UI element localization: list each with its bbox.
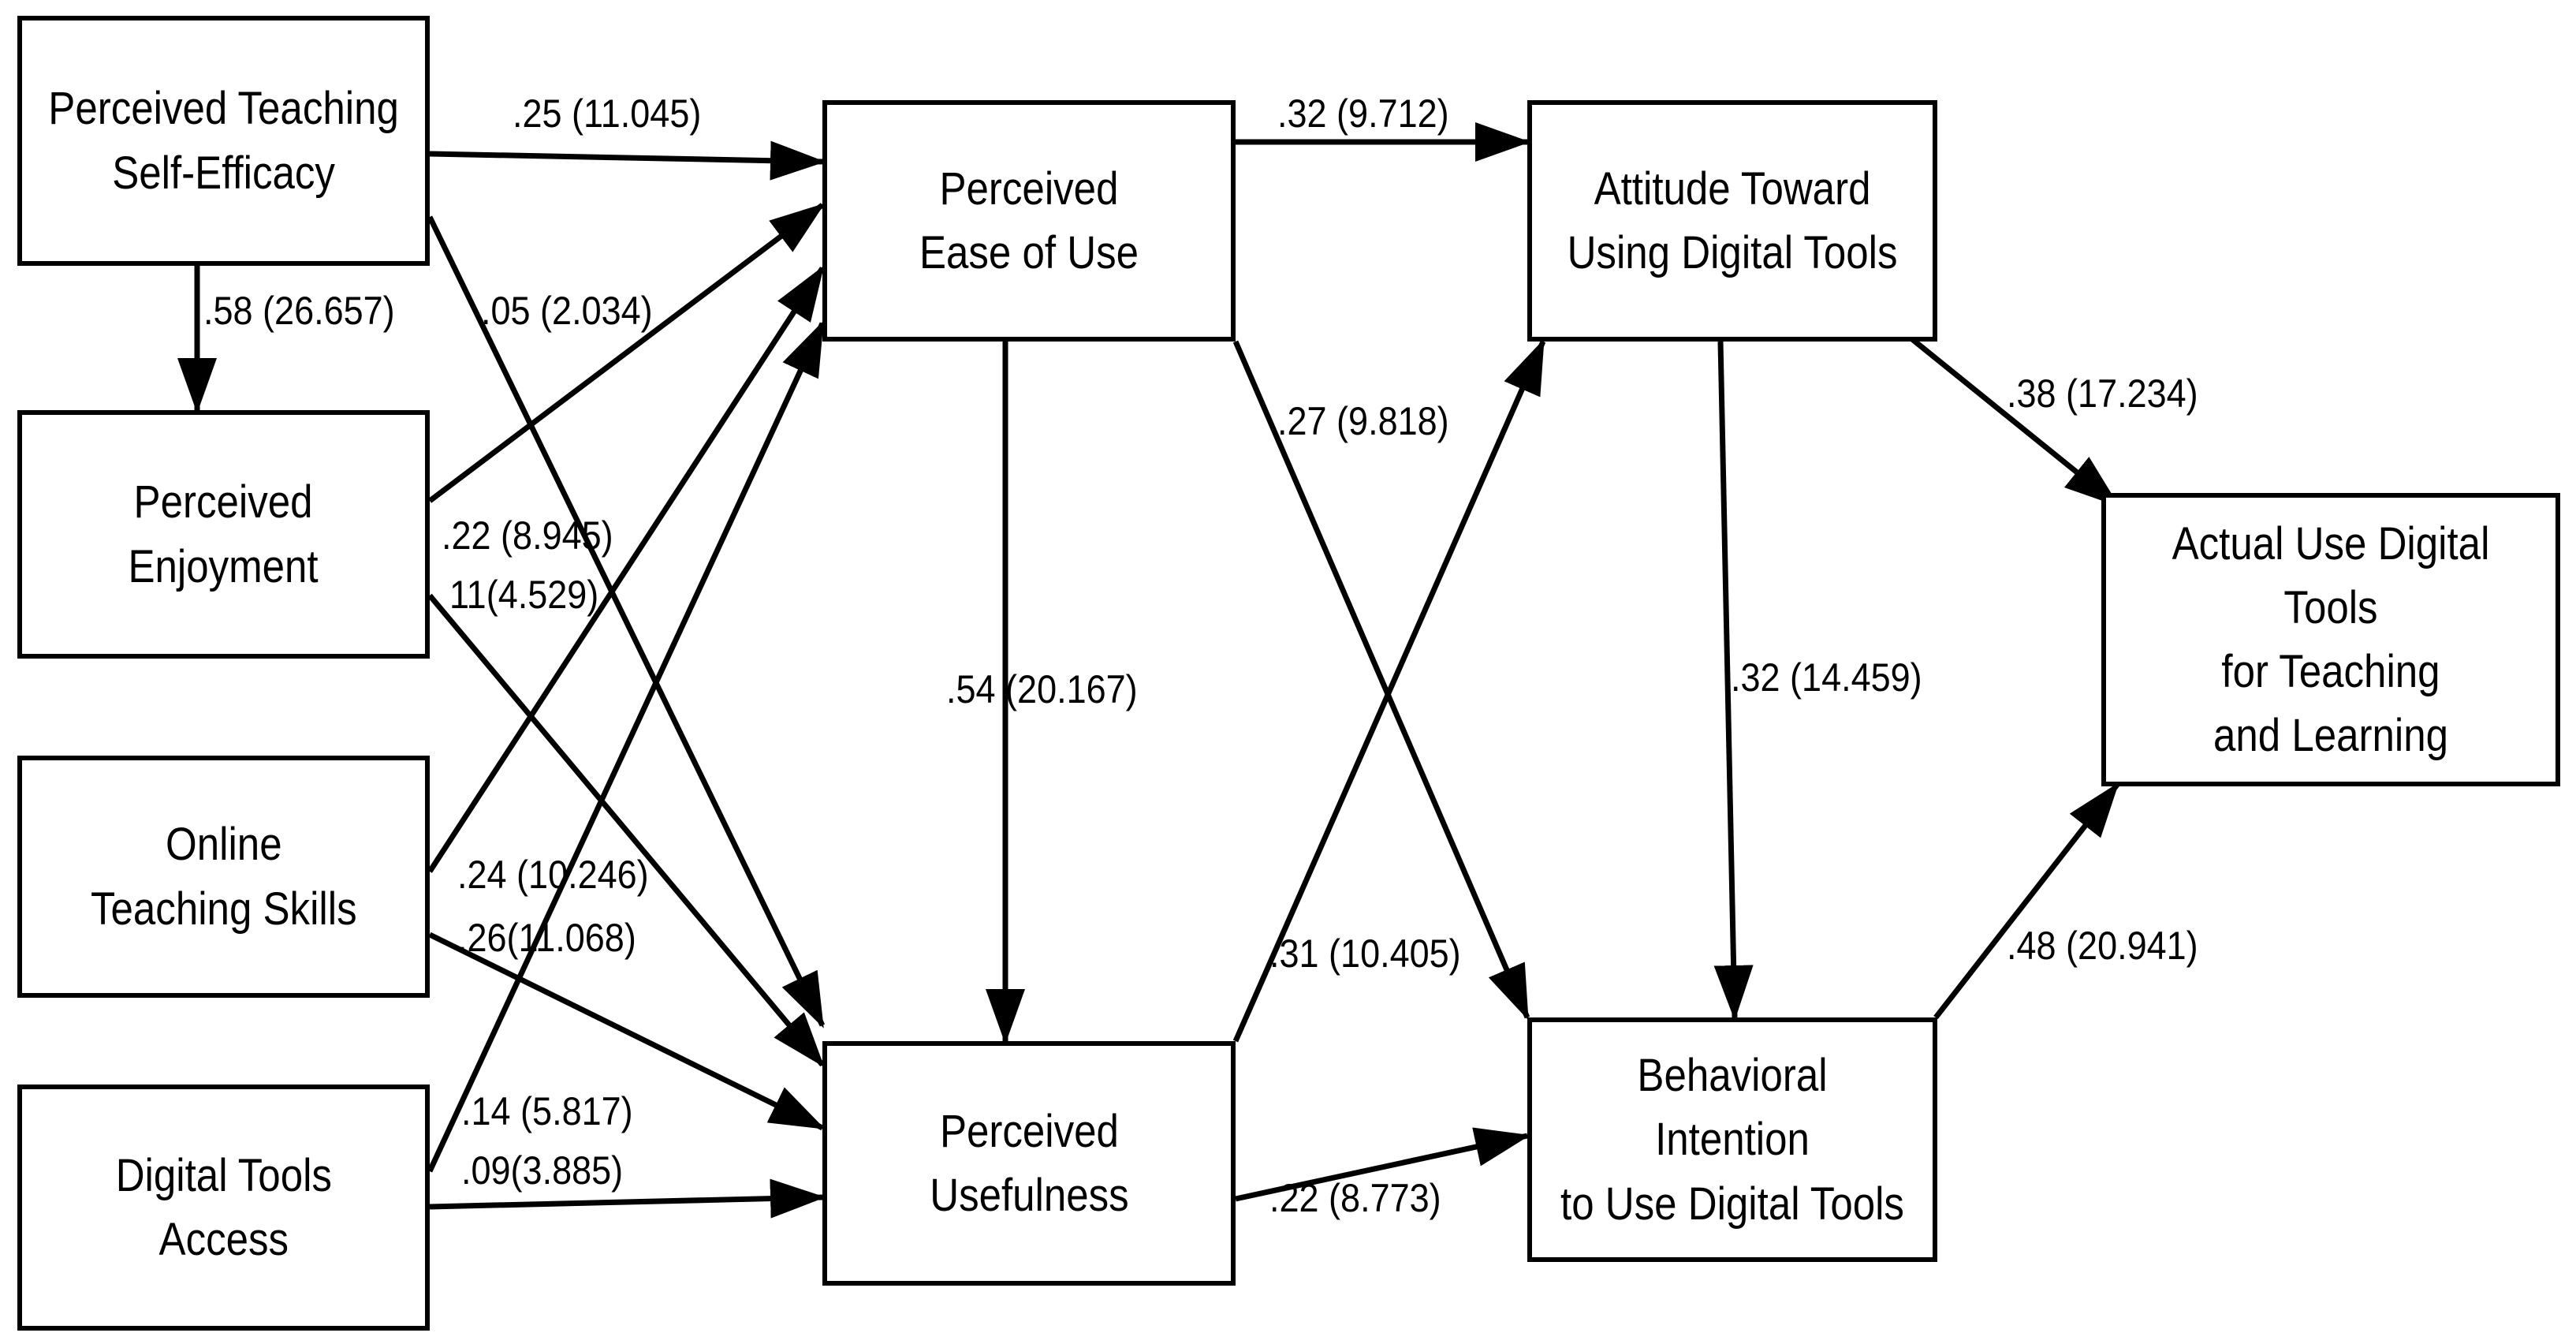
node-perceived-enjoyment: Perceived Enjoyment <box>17 410 430 659</box>
arrow-att-au <box>1910 337 2120 507</box>
node-perceived-ease-of-use: Perceived Ease of Use <box>822 100 1236 342</box>
node-label: Perceived Enjoyment <box>128 476 319 592</box>
edge-label-peou-pu: .54 (20.167) <box>946 667 1138 711</box>
edge-label-pu-att: .31 (10.405) <box>1269 931 1461 976</box>
node-online-teaching-skills: Online Teaching Skills <box>17 756 430 998</box>
edge-label-pu-bi: .22 (8.773) <box>1269 1176 1441 1220</box>
arrow-ptse-pu <box>427 215 826 1029</box>
edge-label-ptse-pu: .05 (2.034) <box>481 289 653 333</box>
node-label: Digital Tools Access <box>115 1149 332 1265</box>
node-label: Perceived Ease of Use <box>919 162 1139 278</box>
arrow-att-bi <box>1713 341 1754 1021</box>
node-perceived-teaching-self-efficacy: Perceived Teaching Self-Efficacy <box>17 16 430 266</box>
arrow-peou-bi <box>1232 340 1530 1021</box>
arrow-pe-pu <box>427 593 825 1068</box>
arrow-dta-pu <box>429 1178 826 1219</box>
node-label: Attitude Toward Using Digital Tools <box>1567 162 1898 278</box>
edge-label-ptse-pe: .58 (26.657) <box>203 289 395 333</box>
edge-label-dta-peou: .14 (5.817) <box>461 1089 633 1133</box>
edge-label-ots-pu: .26(11.068) <box>457 916 636 960</box>
node-label: Perceived Usefulness <box>929 1105 1129 1221</box>
edge-label-peou-bi: .27 (9.818) <box>1277 399 1449 443</box>
edge-label-pe-pu: 11(4.529) <box>449 573 599 617</box>
arrow-dta-peou <box>427 320 826 1173</box>
arrow-bi-au <box>1933 782 2119 1020</box>
node-label: Actual Use Digital Tools for Teaching an… <box>2172 517 2490 762</box>
edge-label-ptse-peou: .25 (11.045) <box>513 91 702 136</box>
edge-label-ots-peou: .24 (10.246) <box>457 853 649 897</box>
edge-label-bi-au: .48 (20.941) <box>2007 924 2198 968</box>
node-behavioral-intention: Behavioral Intention to Use Digital Tool… <box>1527 1017 1937 1262</box>
edge-label-dta-pu: .09(3.885) <box>461 1148 624 1193</box>
edge-label-att-au: .38 (17.234) <box>2007 371 2198 416</box>
node-label: Online Teaching Skills <box>90 819 357 935</box>
edge-label-att-bi: .32 (14.459) <box>1731 655 1922 700</box>
node-perceived-usefulness: Perceived Usefulness <box>822 1041 1236 1286</box>
arrow-ots-pu <box>428 931 826 1131</box>
node-label: Behavioral Intention to Use Digital Tool… <box>1560 1050 1904 1230</box>
arrow-pu-bi <box>1235 1127 1530 1202</box>
node-actual-use-digital-tools: Actual Use Digital Tools for Teaching an… <box>2101 493 2560 786</box>
node-attitude-toward-using-digital-tools: Attitude Toward Using Digital Tools <box>1527 100 1937 342</box>
node-digital-tools-access: Digital Tools Access <box>17 1085 430 1331</box>
node-label: Perceived Teaching Self-Efficacy <box>48 83 399 199</box>
edge-label-peou-att: .32 (9.712) <box>1277 91 1449 136</box>
arrow-pe-peou <box>427 203 826 503</box>
arrow-ptse-peou <box>429 140 826 181</box>
edge-label-pe-peou: .22 (8.945) <box>442 513 613 558</box>
arrow-ots-peou <box>427 265 825 873</box>
arrow-pu-att <box>1232 338 1546 1043</box>
